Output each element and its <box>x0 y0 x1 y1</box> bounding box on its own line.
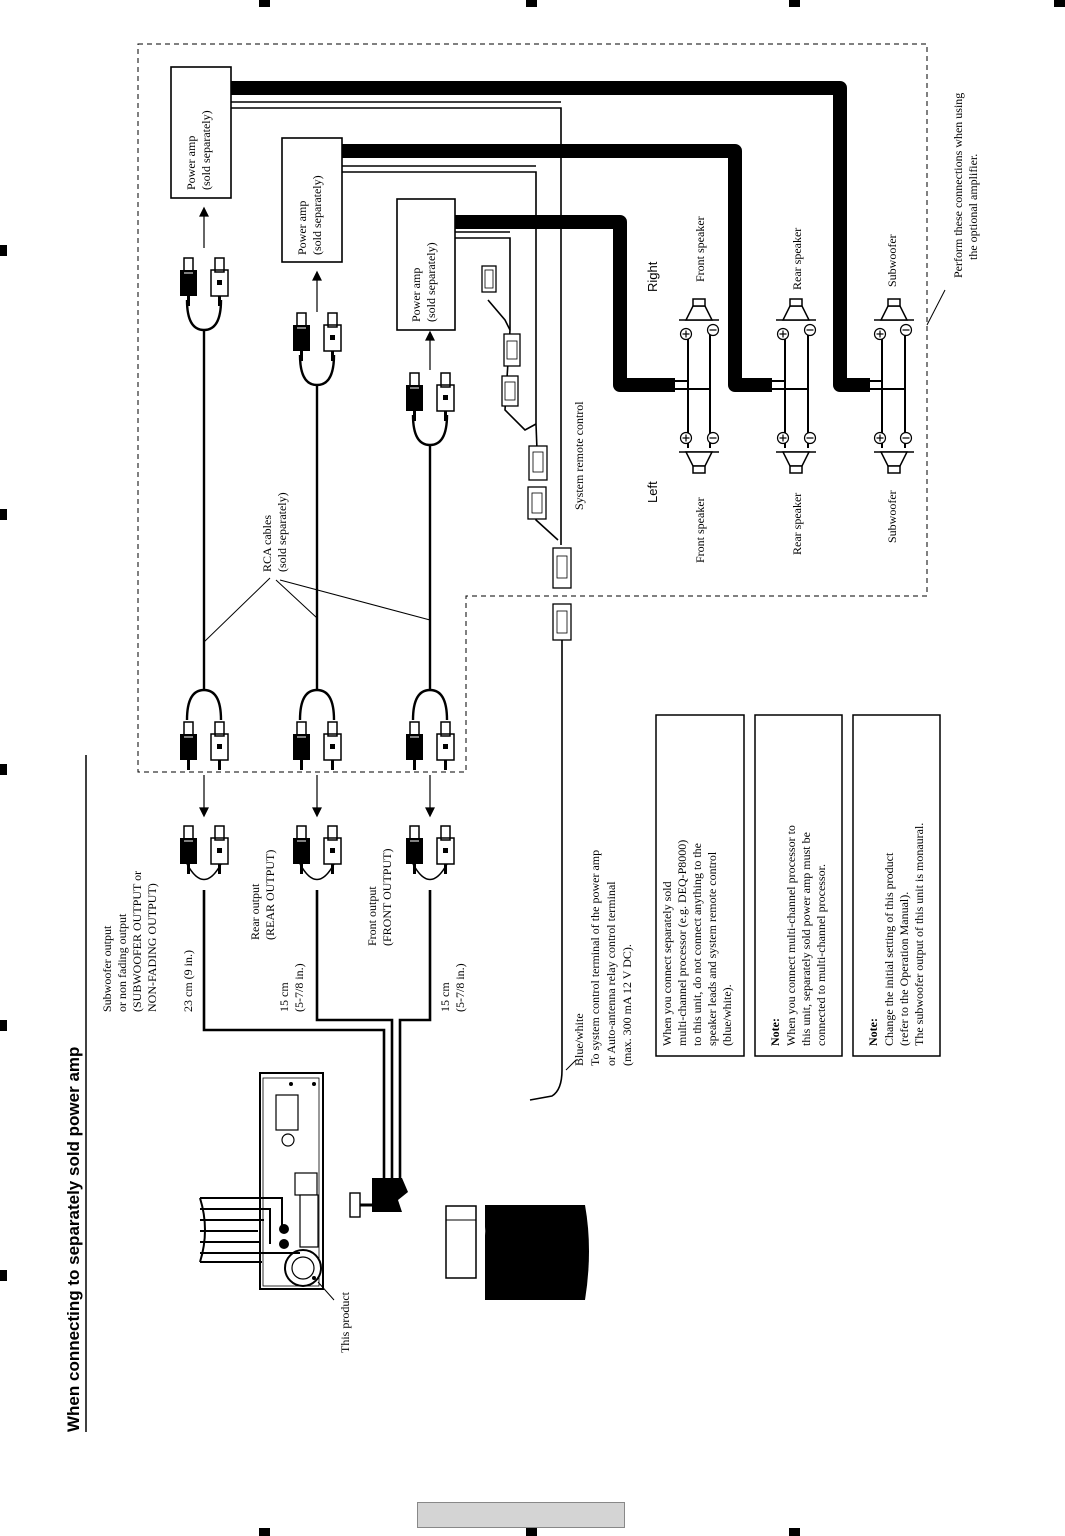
front-speaker-left-label: Front speaker <box>693 497 707 563</box>
rear-speaker-right-icon <box>775 298 817 321</box>
rca-cable-end-sub <box>179 721 229 771</box>
polarity-marks <box>679 323 913 445</box>
front-speaker-right-icon <box>678 298 720 321</box>
optional-note-2: the optional amplifier. <box>966 154 980 260</box>
blue-white-label: Blue/white <box>572 1013 586 1066</box>
power-amp-1: Power amp (sold separately) <box>170 66 232 199</box>
rca-connector-subwoofer-out <box>179 825 229 875</box>
remote-connector-pair-2 <box>527 445 548 520</box>
system-remote-label: System remote control <box>572 401 586 510</box>
head-unit <box>259 1072 324 1290</box>
power-amp-2: Power amp (sold separately) <box>281 137 343 263</box>
subwoofer-right-icon <box>873 298 915 321</box>
this-product-label: This product <box>338 1291 352 1353</box>
subwoofer-left-label: Subwoofer <box>885 490 899 543</box>
power-amp-label: Power amp <box>409 268 423 322</box>
remote-lines <box>231 101 563 1101</box>
note-1-line-5: (blue/white). <box>720 984 734 1046</box>
left-label: Left <box>645 481 660 503</box>
note-2-line-3: connected to multi-channel processor. <box>814 864 828 1046</box>
main-harness <box>445 1203 589 1302</box>
note-box-processor: When you connect separately sold multi-c… <box>655 714 745 1057</box>
power-amp-label: Power amp <box>184 136 198 190</box>
remote-connector-pair-3 <box>552 547 572 641</box>
rca-cable-end-amp-sub <box>179 257 229 307</box>
rca-connector-rear-out <box>292 825 342 875</box>
rca-cable-end-front <box>405 721 455 771</box>
note-box-multichannel: Note: When you connect multi-channel pro… <box>754 714 843 1057</box>
harness-wires <box>199 1197 300 1263</box>
right-label: Right <box>645 261 660 292</box>
rca-cable-bundle <box>202 890 432 1180</box>
page-title: When connecting to separately sold power… <box>64 1047 83 1432</box>
note-box-initial-setting: Note: Change the initial setting of this… <box>852 714 941 1057</box>
front-speaker-right-label: Front speaker <box>693 216 707 282</box>
optional-amp-region <box>137 43 928 773</box>
subwoofer-right-label: Subwoofer <box>885 234 899 287</box>
rca-cables-label: RCA cables <box>260 515 274 572</box>
subwoofer-left-icon <box>873 451 915 474</box>
rear-length-label-1: 15 cm <box>277 982 291 1012</box>
note-1-line-1: When you connect separately sold <box>660 881 674 1046</box>
rca-cable-end-rear <box>292 721 342 771</box>
power-amp-label: Power amp <box>295 201 309 255</box>
rca-cables-sub-label: (sold separately) <box>275 492 289 572</box>
sub-output-label-1: Subwoofer output <box>100 925 114 1012</box>
note-2-heading: Note: <box>768 1018 782 1046</box>
note-3-heading: Note: <box>866 1018 880 1046</box>
note-3-line-2: (refer to the Operation Manual). <box>897 892 911 1046</box>
rca-callout-lines <box>203 577 431 643</box>
footer-page-tab <box>417 1502 625 1528</box>
speaker-leads <box>231 81 870 392</box>
note-2-line-2: this unit, separately sold power amp mus… <box>799 832 813 1046</box>
rear-speaker-right-label: Rear speaker <box>790 228 804 290</box>
rca-cable-end-amp-rear <box>292 312 342 362</box>
note-1-line-3: to this unit, do not connect anything to… <box>690 843 704 1046</box>
sub-output-label-4: NON-FADING OUTPUT) <box>145 883 159 1012</box>
power-amp-sublabel: (sold separately) <box>310 175 324 255</box>
note-1-line-2: multi-channel processor (e.g. DEQ-P8000) <box>675 840 689 1046</box>
power-amp-sublabel: (sold separately) <box>199 110 213 190</box>
sub-length-label: 23 cm (9 in.) <box>181 950 195 1012</box>
note-1-line-4: speaker leads and system remote control <box>705 851 719 1046</box>
front-output-label-2: (FRONT OUTPUT) <box>380 849 394 946</box>
note-3-line-1: Change the initial setting of this produ… <box>882 852 896 1046</box>
blue-white-desc-1: To system control terminal of the power … <box>588 850 602 1066</box>
sub-output-label-3: (SUBWOOFER OUTPUT or <box>130 871 144 1012</box>
speaker-split-wires <box>675 330 906 448</box>
rear-speaker-left-icon <box>775 451 817 474</box>
front-length-label-2: (5-7/8 in.) <box>453 963 467 1012</box>
sub-output-label-2: or non fading output <box>115 913 129 1012</box>
rear-speaker-left-label: Rear speaker <box>790 493 804 555</box>
blue-white-desc-2: or Auto-antenna relay control terminal <box>604 881 618 1066</box>
blue-white-desc-3: (max. 300 mA 12 V DC). <box>620 944 634 1066</box>
note-3-line-3: The subwoofer output of this unit is mon… <box>912 823 926 1046</box>
rear-output-label-2: (REAR OUTPUT) <box>263 850 277 940</box>
remote-connector-pair-1 <box>481 265 521 407</box>
rear-length-label-2: (5-7/8 in.) <box>292 963 306 1012</box>
power-amp-3: Power amp (sold separately) <box>396 198 456 331</box>
rear-output-label-1: Rear output <box>248 883 262 940</box>
connection-arrows <box>199 775 435 818</box>
note-2-line-1: When you connect multi-channel processor… <box>784 825 798 1046</box>
front-speaker-left-icon <box>678 451 720 474</box>
rca-cable-end-amp-front <box>405 372 455 422</box>
front-length-label-1: 15 cm <box>438 982 452 1012</box>
rca-connector-front-out <box>405 825 455 875</box>
power-amp-sublabel: (sold separately) <box>424 242 438 322</box>
front-output-label-1: Front output <box>365 886 379 946</box>
optional-note-1: Perform these connections when using <box>951 93 965 278</box>
